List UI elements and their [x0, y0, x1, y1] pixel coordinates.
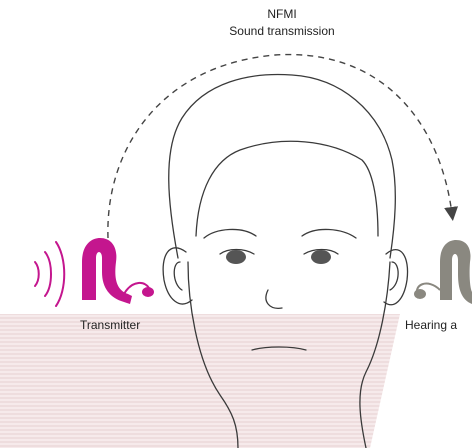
ear-left-inner [174, 262, 182, 290]
nose [266, 290, 282, 308]
hair-outline [169, 74, 396, 258]
diagram-title-line-1: NFMI [232, 7, 332, 22]
hairline [196, 141, 378, 236]
diagram-title-line-2: Sound transmission [202, 24, 362, 39]
eyebrow-right [302, 229, 356, 238]
sound-waves-icon [35, 242, 64, 306]
hearing-aid-receiver-icon [414, 240, 472, 304]
ear-right-inner [390, 262, 398, 290]
ear-right [384, 250, 408, 305]
receiver-label: Hearing a [405, 318, 457, 333]
transmission-arc [108, 55, 452, 238]
eye-left [226, 250, 246, 264]
eyebrow-left [204, 229, 256, 238]
hearing-aid-transmitter-icon [82, 238, 154, 304]
eye-right [311, 250, 331, 264]
transmitter-label: Transmitter [80, 318, 140, 333]
